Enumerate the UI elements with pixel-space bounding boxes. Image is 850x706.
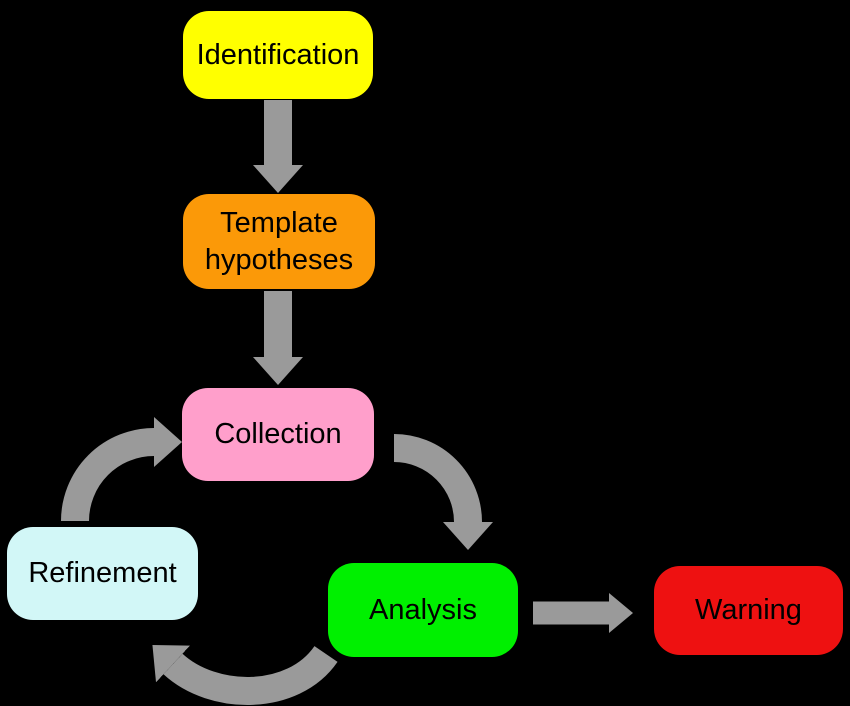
node-template-hypotheses-label: Template hypotheses [204,206,354,276]
node-refinement: Refinement [7,527,198,620]
node-refinement-label: Refinement [28,557,177,590]
node-collection: Collection [182,388,374,481]
node-identification: Identification [183,11,373,99]
node-warning: Warning [654,566,843,655]
arrow-collection-to-analysis [393,434,493,550]
node-warning-label: Warning [695,594,802,627]
arrow-analysis-to-refinement [152,645,338,705]
arrow-refinement-to-collection [61,417,182,522]
node-analysis-label: Analysis [369,593,477,626]
node-collection-label: Collection [214,418,342,451]
node-identification-label: Identification [196,38,360,71]
node-analysis: Analysis [328,563,518,657]
node-template-hypotheses: Template hypotheses [183,194,375,289]
